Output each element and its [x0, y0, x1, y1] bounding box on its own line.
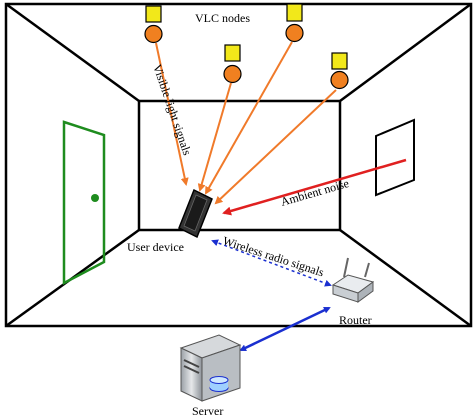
vlc-lamp-icon	[286, 3, 303, 22]
database-cap	[209, 376, 229, 384]
vlc-lamp-icon	[145, 5, 162, 23]
lamp-head-icon	[223, 64, 242, 84]
light-ray-3	[197, 82, 232, 192]
door-frame	[62, 120, 106, 286]
door-knob	[91, 194, 99, 202]
ceiling-edge-left	[5, 2, 140, 103]
server-icon	[180, 347, 203, 402]
tablet-screen	[183, 194, 208, 232]
lamp-head-icon	[285, 23, 304, 43]
light-ray-4	[214, 89, 337, 205]
vlc-lamp-2	[285, 3, 304, 43]
server-slot	[183, 365, 200, 374]
server-slot	[183, 359, 200, 368]
lamp-head-icon	[330, 70, 349, 90]
router-antenna-right	[364, 262, 370, 278]
vlc-lamp-icon	[224, 44, 241, 62]
ceiling-edge-right	[339, 2, 472, 103]
visible-light-label: Visible light signals	[150, 62, 194, 157]
router-label: Router	[339, 313, 372, 327]
lamp-head-icon	[144, 24, 163, 44]
vlc-lamp-3	[223, 44, 242, 84]
server-label: Server	[192, 404, 223, 417]
user-device	[178, 188, 213, 239]
router	[331, 257, 375, 303]
vlc-lamp-1	[144, 5, 163, 44]
server	[179, 334, 242, 402]
window	[375, 118, 415, 197]
ambient-noise-ray	[222, 158, 407, 216]
light-rays	[155, 41, 337, 205]
back-wall	[137, 99, 342, 232]
light-ray-2	[205, 41, 293, 195]
floor-edge-right	[339, 228, 472, 328]
door	[62, 120, 106, 286]
vlc-nodes-label: VLC nodes	[195, 11, 250, 25]
vlc-lamp-4	[330, 52, 349, 90]
vlc-lamp-icon	[331, 52, 348, 70]
server-link	[239, 306, 331, 352]
wireless-radio-label: Wireless radio signals	[221, 234, 326, 280]
light-ray-1	[155, 42, 189, 186]
router-antenna-left	[343, 257, 349, 278]
room-frame	[4, 2, 473, 328]
wireless-link	[211, 239, 332, 287]
router-side	[357, 281, 374, 303]
user-device-label: User device	[127, 240, 184, 254]
